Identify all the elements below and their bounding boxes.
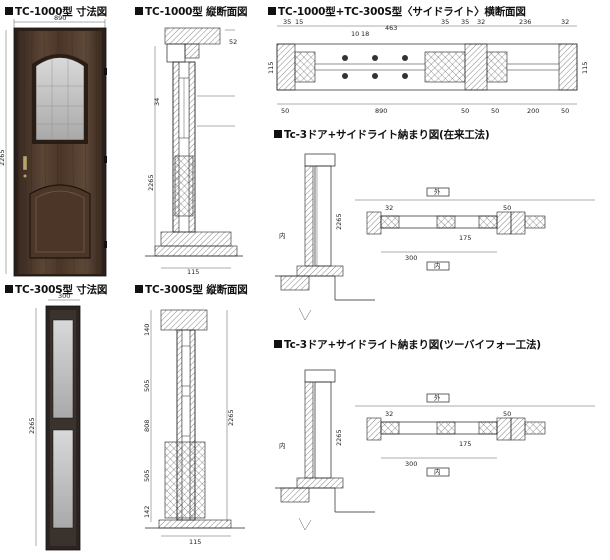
svg-text:505: 505 — [143, 380, 151, 392]
svg-text:35: 35 — [461, 18, 469, 26]
svg-text:32: 32 — [561, 18, 569, 26]
plan-a: 300 — [405, 254, 417, 262]
svg-text:115: 115 — [189, 538, 201, 546]
svg-text:463: 463 — [385, 24, 397, 32]
svg-text:10: 10 — [351, 30, 359, 38]
svg-text:内: 内 — [279, 441, 286, 450]
svg-text:50: 50 — [461, 107, 469, 115]
combo-right-dim: 115 — [581, 62, 589, 74]
section-small-a: 52 — [229, 38, 237, 46]
title-tc1000-dimension: TC-1000型 寸法図 — [5, 4, 107, 19]
svg-text:142: 142 — [143, 506, 151, 518]
svg-text:15: 15 — [295, 18, 303, 26]
side-width-label: 300 — [58, 292, 70, 300]
plan-outside-label: 外 — [434, 187, 441, 196]
tc3-twobyfour-detail: 2265 内 300 175 32 50 外 内 — [275, 369, 595, 531]
svg-text:808: 808 — [143, 420, 151, 432]
svg-text:35: 35 — [441, 18, 449, 26]
svg-text:外: 外 — [434, 393, 441, 402]
section-small-b: 34 — [153, 98, 161, 106]
section-height: 2265 — [147, 174, 155, 191]
svg-text:505: 505 — [143, 470, 151, 482]
svg-text:236: 236 — [519, 18, 531, 26]
tc300s-side-elevation: 300 2265 — [28, 292, 81, 551]
svg-text:50: 50 — [491, 107, 499, 115]
side-height-label: 2265 — [28, 417, 36, 434]
title-tc3-twobyfour: Tc-3ドア+サイドライト納まり図(ツーバイフォー工法) — [274, 337, 541, 352]
combo-bottom-dims: 50 890 50 50 200 50 — [277, 103, 577, 115]
title-tc300s-section: TC-300S型 縦断面図 — [135, 282, 248, 297]
svg-text:175: 175 — [459, 440, 471, 448]
plan-e: 50 — [503, 204, 511, 212]
plan-b: 175 — [459, 234, 471, 242]
tc1000-vertical-section: 52 2265 34 115 — [145, 27, 243, 276]
svg-text:2265: 2265 — [227, 409, 235, 426]
svg-text:2265: 2265 — [335, 429, 343, 446]
svg-text:内: 内 — [279, 231, 286, 240]
svg-text:140: 140 — [143, 324, 151, 336]
title-tc3-conventional: Tc-3ドア+サイドライト納まり図(在来工法) — [274, 127, 490, 142]
svg-text:50: 50 — [281, 107, 289, 115]
tc3-conventional-detail: 2265 内 300 175 32 50 外 内 — [275, 153, 595, 321]
title-tc1000-section: TC-1000型 縦断面図 — [135, 4, 247, 19]
plan-d: 32 — [385, 204, 393, 212]
door-height-label: 2265 — [0, 149, 6, 166]
door-width-label: 890 — [54, 14, 66, 22]
section-depth: 115 — [187, 268, 199, 276]
plan-inside-label: 内 — [434, 261, 441, 270]
svg-text:50: 50 — [503, 410, 511, 418]
svg-text:35: 35 — [283, 18, 291, 26]
svg-text:32: 32 — [385, 410, 393, 418]
svg-text:32: 32 — [477, 18, 485, 26]
title-tc300s-dimension: TC-300S型 寸法図 — [5, 282, 107, 297]
svg-text:300: 300 — [405, 460, 417, 468]
combo-top-dims: 35 15 10 18 463 35 35 32 236 32 — [277, 18, 577, 38]
title-combo-cross-section: TC-1000型+TC-300S型〈サイドライト〉横断面図 — [268, 4, 526, 19]
combo-cross-section: 35 15 10 18 463 35 35 32 236 32 115 115 … — [267, 18, 589, 115]
tc1000-door-elevation: 890 2265 — [0, 14, 107, 277]
svg-text:50: 50 — [561, 107, 569, 115]
svg-text:内: 内 — [434, 467, 441, 476]
tc300s-vertical-section: 140 505 808 505 142 2265 115 — [143, 309, 245, 546]
svg-text:18: 18 — [361, 30, 369, 38]
svg-text:890: 890 — [375, 107, 387, 115]
plan-height: 2265 — [335, 213, 343, 230]
combo-left-dim: 115 — [267, 62, 275, 74]
svg-text:200: 200 — [527, 107, 539, 115]
